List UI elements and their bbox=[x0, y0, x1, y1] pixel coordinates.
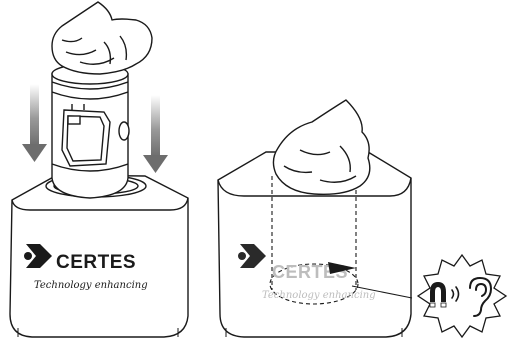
left-tagline: Technology enhancing bbox=[34, 280, 148, 291]
right-hand bbox=[273, 100, 369, 194]
left-down-arrow bbox=[22, 84, 47, 162]
left-brand-name: CERTES bbox=[56, 252, 136, 273]
cylinder-device bbox=[52, 64, 129, 198]
right-down-arrow bbox=[143, 95, 168, 173]
right-panel: CERTES Technology enhancing bbox=[218, 100, 506, 337]
left-hand bbox=[52, 2, 152, 74]
left-panel: CERTES Technology enhancing bbox=[10, 2, 188, 337]
right-tagline: Technology enhancing bbox=[262, 290, 376, 301]
